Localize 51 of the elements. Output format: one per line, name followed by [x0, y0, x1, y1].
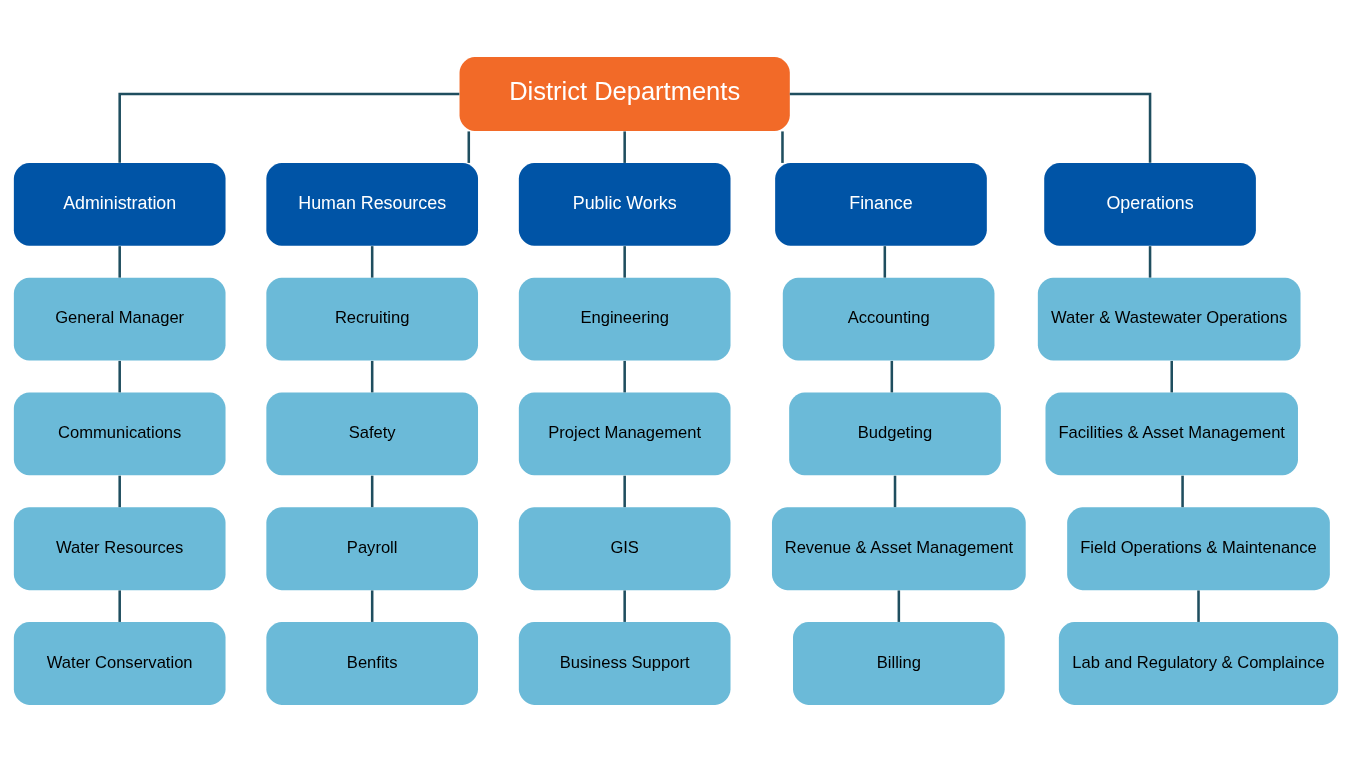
- node-box: Facilities & Asset Management: [1045, 392, 1298, 475]
- connector: [623, 245, 626, 278]
- connector: [118, 589, 121, 622]
- node-box: District Departments: [459, 56, 790, 131]
- node-box: Water Resources: [13, 506, 226, 590]
- node-box: GIS: [518, 506, 731, 590]
- node-box: Water Conservation: [13, 621, 226, 705]
- node-box: Human Resources: [266, 162, 479, 246]
- connector: [623, 589, 626, 622]
- node-box: Field Operations & Maintenance: [1067, 506, 1330, 590]
- node-box: Recruiting: [266, 277, 479, 361]
- connector: [1197, 589, 1200, 622]
- node-box: Budgeting: [789, 392, 1001, 475]
- connector: [883, 245, 887, 278]
- node-box: Business Support: [518, 621, 731, 705]
- connector: [897, 589, 901, 622]
- connector: [789, 92, 1152, 163]
- connector: [1181, 475, 1184, 507]
- node-box: Operations: [1044, 162, 1256, 246]
- node-box: Finance: [775, 162, 987, 246]
- connector: [370, 245, 374, 278]
- node-box: Administration: [13, 162, 226, 246]
- node-box: Payroll: [266, 506, 479, 590]
- connector: [118, 92, 460, 163]
- connector: [893, 475, 897, 507]
- node-box: Benfits: [266, 621, 479, 705]
- connector: [781, 130, 784, 163]
- node-box: Lab and Regulatory & Complaince: [1058, 621, 1339, 705]
- node-box: Accounting: [782, 277, 995, 361]
- connector: [118, 475, 121, 507]
- connector: [370, 360, 374, 392]
- node-box: Project Management: [518, 392, 731, 475]
- connector: [118, 245, 121, 278]
- connector: [467, 130, 471, 163]
- connector: [1148, 245, 1152, 278]
- node-box: Revenue & Asset Management: [771, 506, 1026, 590]
- node-box: Water & Wastewater Operations: [1037, 277, 1301, 361]
- connector: [890, 360, 894, 392]
- node-box: General Manager: [13, 277, 226, 361]
- connector: [623, 130, 626, 163]
- node-box: Safety: [266, 392, 479, 475]
- node-box: Engineering: [518, 277, 731, 361]
- node-box: Billing: [793, 621, 1005, 705]
- connector: [370, 475, 374, 507]
- connector: [623, 475, 626, 507]
- node-box: Communications: [13, 392, 226, 475]
- connector: [1170, 360, 1173, 392]
- connector: [118, 360, 121, 392]
- connector: [370, 589, 374, 622]
- node-box: Public Works: [518, 162, 731, 246]
- connector: [623, 360, 626, 392]
